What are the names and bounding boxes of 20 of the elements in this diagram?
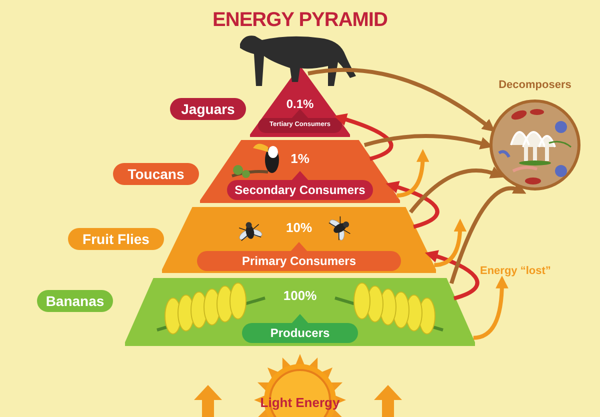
organism-label: Jaguars xyxy=(170,98,246,120)
decomposers-heading: Decomposers xyxy=(498,80,572,91)
organism-label: Bananas xyxy=(37,290,113,312)
organism-label: Fruit Flies xyxy=(68,228,164,250)
percentage-label: 10% xyxy=(286,221,312,234)
percentage-label: 1% xyxy=(290,152,310,165)
percentage-label: 100% xyxy=(283,289,317,302)
arrow xyxy=(334,113,394,161)
arrow xyxy=(308,68,496,132)
annotation-label: Energy “lost” xyxy=(480,266,551,277)
percentage-label: 0.1% xyxy=(286,98,314,110)
arrow xyxy=(424,250,480,300)
arrow xyxy=(386,181,440,229)
arrow xyxy=(396,149,430,198)
title: ENERGY PYRAMID xyxy=(212,10,388,30)
arrow xyxy=(434,218,466,268)
organism-label: Toucans xyxy=(113,163,199,185)
sun-label: Light Energy xyxy=(259,396,341,409)
arrow xyxy=(473,276,508,340)
arrow xyxy=(409,166,504,214)
